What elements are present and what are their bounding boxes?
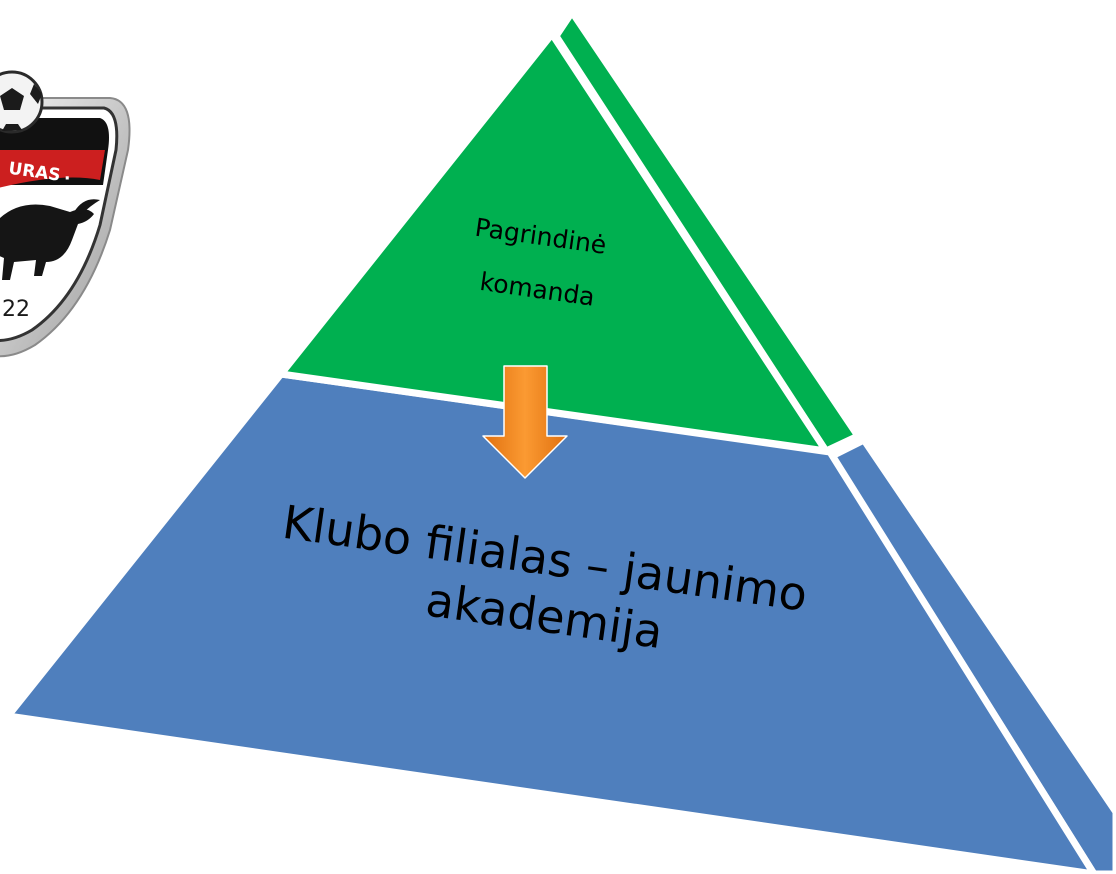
top-tier-face (277, 30, 830, 455)
logo-red-band (0, 150, 105, 188)
club-logo: URAS · 22 (0, 70, 131, 358)
soccer-ball-icon (0, 70, 44, 134)
logo-year-text: 22 (2, 297, 30, 322)
pyramid: Pagrindinė komanda Klubo filialas – jaun… (4, 8, 1116, 874)
down-arrow-icon (482, 365, 568, 479)
logo-ring-dot: · (64, 169, 70, 189)
bull-icon (0, 199, 100, 280)
